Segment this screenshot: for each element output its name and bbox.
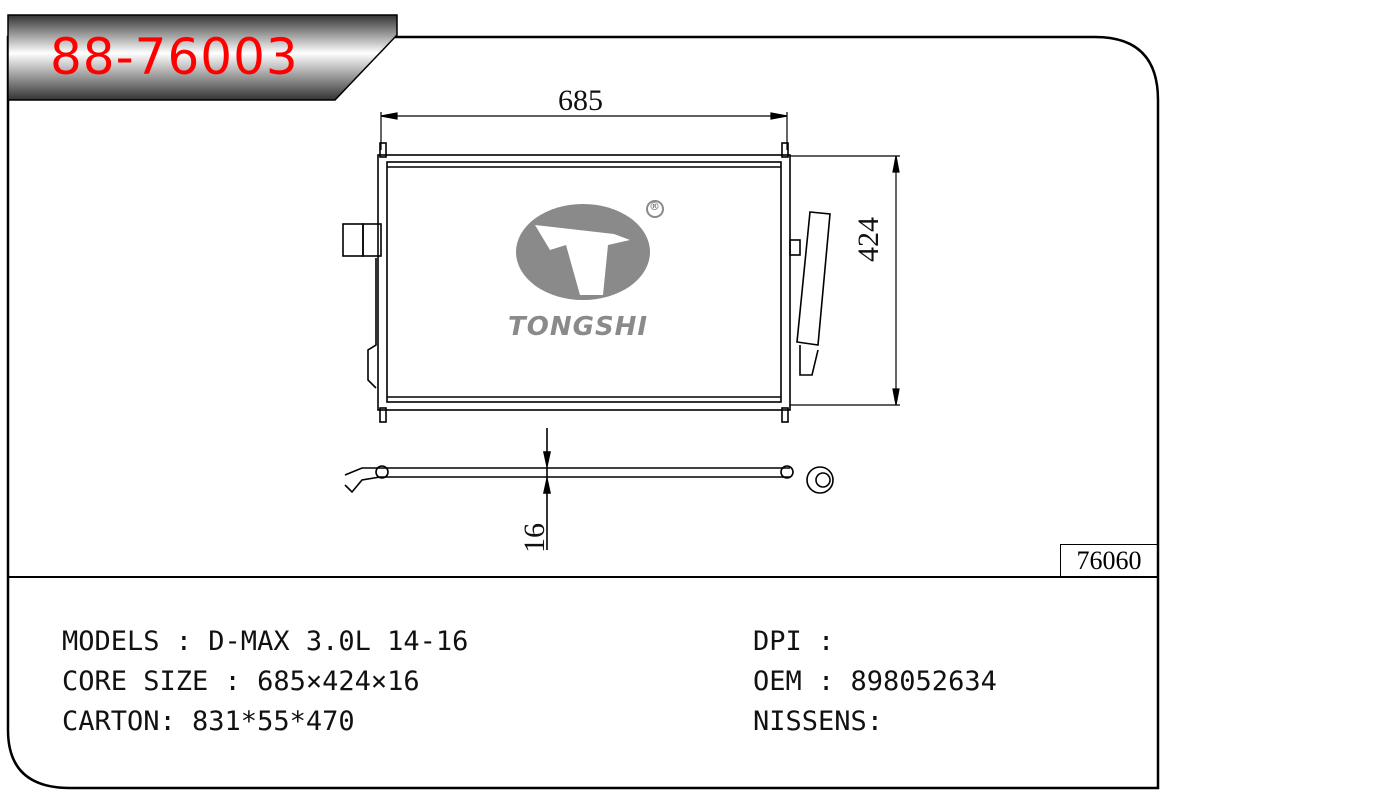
height-dim-label: 424 [852, 217, 885, 262]
header-banner [7, 14, 398, 101]
tongshi-logo [516, 200, 664, 300]
spec-oem: OEM : 898052634 [753, 666, 997, 697]
side-profile [344, 428, 834, 550]
spec-core-size: CORE SIZE : 685×424×16 [62, 666, 420, 697]
spec-nissens: NISSENS: [753, 706, 884, 737]
width-dim-label: 685 [558, 84, 603, 117]
part-number: 88-76003 [50, 28, 299, 86]
height-dimension [790, 155, 900, 406]
thickness-dim-label: 16 [518, 523, 551, 553]
logo-text: TONGSHI [508, 312, 649, 342]
spec-models: MODELS : D-MAX 3.0L 14-16 [62, 626, 469, 657]
spec-dpi: DPI : [753, 626, 835, 657]
sheet-border [6, 35, 1160, 790]
condenser-core [342, 142, 831, 423]
spec-carton: CARTON: 831*55*470 [62, 706, 355, 737]
registered-mark: ® [649, 200, 660, 213]
reference-number: 76060 [1060, 544, 1158, 577]
